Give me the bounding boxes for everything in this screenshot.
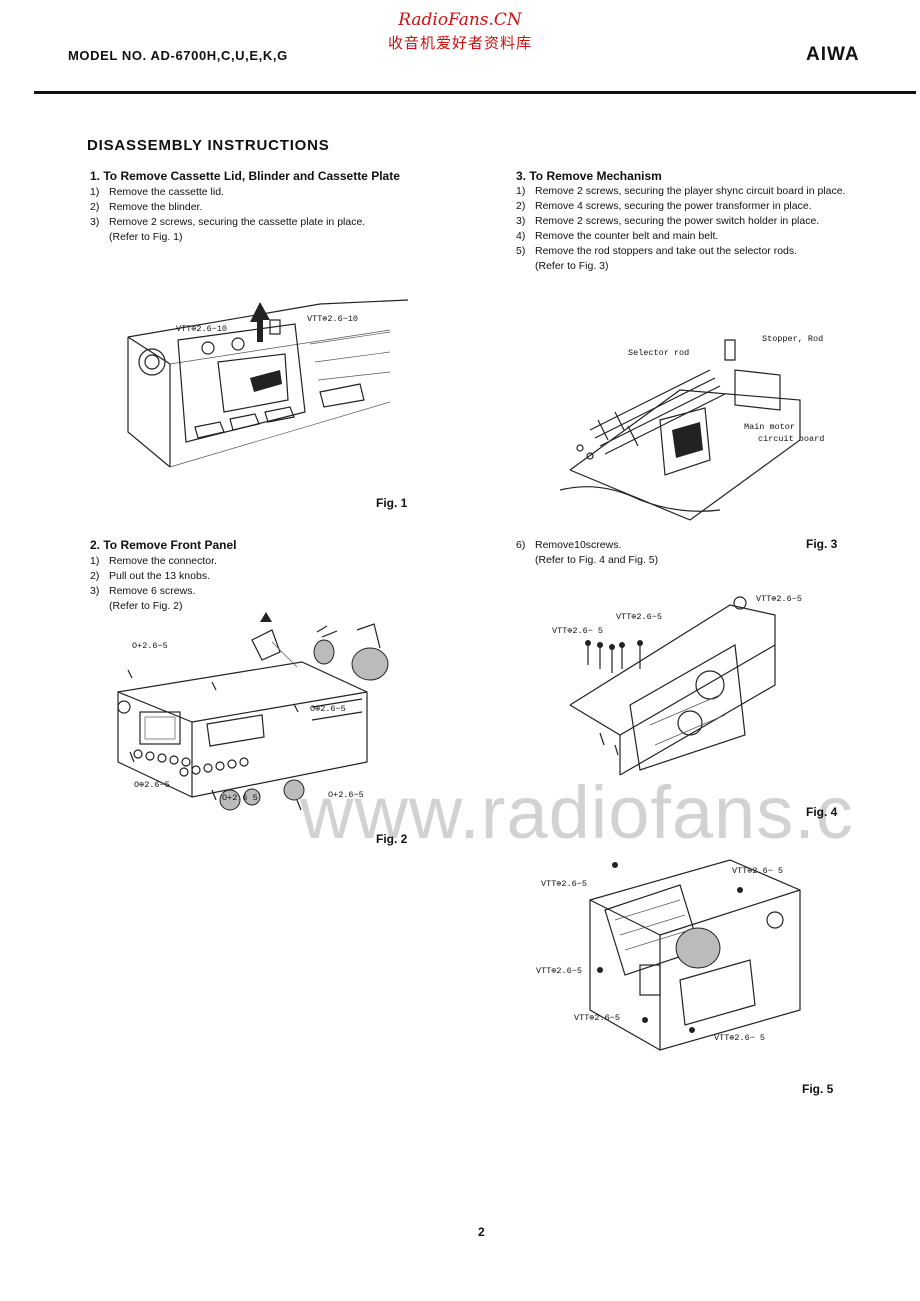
site-subtitle: 收音机爱好者资料库 xyxy=(387,35,532,52)
fig5-label: VTT⊕2.6−5 xyxy=(541,879,587,889)
step-text: Pull out the 13 knobs. xyxy=(109,570,210,582)
fig1-label: VTT⊕2.6−10 xyxy=(176,324,228,334)
step-num: 1) xyxy=(90,186,100,198)
header-rule xyxy=(34,91,916,94)
ref-text: (Refer to Fig. 4 and Fig. 5) xyxy=(535,554,659,566)
step-text: Remove 2 screws, securing the cassette p… xyxy=(109,216,366,228)
step-text: Remove the blinder. xyxy=(109,201,203,213)
step-num: 4) xyxy=(516,230,526,242)
fig5-illustration xyxy=(589,859,801,1051)
fig5-label: VTT⊕2.6− 5 xyxy=(714,1033,766,1043)
step-num: 2) xyxy=(90,570,100,582)
fig3-label: Stopper, Rod xyxy=(762,334,824,344)
fig3-illustration xyxy=(560,339,801,521)
step-ref: (Refer to Fig. 1) xyxy=(90,230,430,245)
step-ref: (Refer to Fig. 3) xyxy=(516,259,846,274)
step-text: Remove the cassette lid. xyxy=(109,186,224,198)
fig3-caption: Fig. 3 xyxy=(806,537,838,551)
fig2-caption: Fig. 2 xyxy=(376,832,408,846)
step-ref: (Refer to Fig. 4 and Fig. 5) xyxy=(516,553,776,568)
step-item: 2) Remove the blinder. xyxy=(90,200,430,215)
page-number: 2 xyxy=(478,1225,485,1239)
step-num: 3) xyxy=(90,216,100,228)
page-title: DISASSEMBLY INSTRUCTIONS xyxy=(87,137,330,154)
section-heading: 3. To Remove Mechanism xyxy=(516,169,662,183)
section-front-panel: 2. To Remove Front Panel 1) Remove the co… xyxy=(90,537,430,614)
ref-text: (Refer to Fig. 2) xyxy=(109,600,183,612)
fig2-illustration xyxy=(117,612,389,811)
step-num: 3) xyxy=(90,585,100,597)
fig4-illustration xyxy=(569,596,776,776)
step-item: 1) Remove the cassette lid. xyxy=(90,185,430,200)
brand-logo: AIWA xyxy=(806,44,860,65)
fig4-label: VTT⊕2.6− 5 xyxy=(552,626,604,636)
fig5-label: VTT⊕2.6− 5 xyxy=(732,866,784,876)
step-ref: (Refer to Fig. 2) xyxy=(90,599,430,614)
step-text: Remove the connector. xyxy=(109,555,217,567)
section-cassette-lid: 1. To Remove Cassette Lid, Blinder and C… xyxy=(90,168,430,245)
fig2-label: O+2.6 5 xyxy=(222,793,258,803)
step-item: 2) Pull out the 13 knobs. xyxy=(90,569,430,584)
fig2-label: O⊕2.6−5 xyxy=(134,780,170,790)
step-item: 2) Remove 4 screws, securing the power tr… xyxy=(516,199,846,214)
step-num: 2) xyxy=(516,200,526,212)
watermark: www.radiofans.c xyxy=(300,771,854,854)
ref-text: (Refer to Fig. 1) xyxy=(109,231,183,243)
fig3-label: Selector rod xyxy=(628,348,690,358)
model-number: MODEL NO. AD-6700H,C,U,E,K,G xyxy=(68,48,288,63)
step-six: 6) Remove10screws. (Refer to Fig. 4 and F… xyxy=(516,538,776,568)
site-name: RadioFans.CN xyxy=(398,10,522,30)
fig4-caption: Fig. 4 xyxy=(806,805,838,819)
fig4-label: VTT⊕2.6−5 xyxy=(756,594,802,604)
fig3-label: circuit board xyxy=(758,434,825,444)
fig1-caption: Fig. 1 xyxy=(376,496,408,510)
fig1-illustration xyxy=(127,299,409,468)
fig5-label: VTT⊕2.6−5 xyxy=(574,1013,620,1023)
step-text: Remove 2 screws, securing the power swit… xyxy=(535,215,820,227)
step-item: 6) Remove10screws. xyxy=(516,538,776,553)
step-num: 1) xyxy=(90,555,100,567)
fig2-label: O+2.6−5 xyxy=(132,641,168,651)
section-mechanism: 3. To Remove Mechanism 1) Remove 2 screws… xyxy=(516,168,846,274)
step-text: Remove 6 screws. xyxy=(109,585,196,597)
step-item: 1) Remove 2 screws, securing the player s… xyxy=(516,184,846,199)
step-item: 4) Remove the counter belt and main belt. xyxy=(516,229,846,244)
fig4-label: VTT⊕2.6−5 xyxy=(616,612,662,622)
fig5-label: VTT⊕2.6−5 xyxy=(536,966,582,976)
fig1-label: VTT⊕2.6−10 xyxy=(307,314,359,324)
step-item: 1) Remove the connector. xyxy=(90,554,430,569)
section-heading-text: 1. To Remove Cassette Lid, Blinder and C… xyxy=(90,169,400,183)
step-item: 5) Remove the rod stoppers and take out t… xyxy=(516,244,846,259)
step-text: Remove 2 screws, securing the player shy… xyxy=(535,185,846,197)
step-item: 3) Remove 6 screws. xyxy=(90,584,430,599)
step-text: Remove the rod stoppers and take out the… xyxy=(535,245,798,257)
step-item: 3) Remove 2 screws, securing the power sw… xyxy=(516,214,846,229)
step-text: Remove 4 screws, securing the power tran… xyxy=(535,200,812,212)
fig2-label: O⊕2.6−5 xyxy=(310,704,346,714)
step-num: 6) xyxy=(516,539,526,551)
step-num: 3) xyxy=(516,215,526,227)
fig2-label: O+2.6−5 xyxy=(328,790,364,800)
step-text: Remove10screws. xyxy=(535,539,622,551)
step-num: 1) xyxy=(516,185,526,197)
section-heading: 1. To Remove Cassette Lid, Blinder and C… xyxy=(90,168,430,184)
fig3-label: Main motor xyxy=(744,422,796,432)
step-item: 3) Remove 2 screws, securing the cassette… xyxy=(90,215,430,230)
step-num: 5) xyxy=(516,245,526,257)
ref-text: (Refer to Fig. 3) xyxy=(535,260,609,272)
fig5-caption: Fig. 5 xyxy=(802,1082,834,1096)
section-heading: 2. To Remove Front Panel xyxy=(90,538,237,552)
site-stamp: RadioFans.CN 收音机爱好者资料库 xyxy=(370,10,550,53)
step-text: Remove the counter belt and main belt. xyxy=(535,230,719,242)
step-num: 2) xyxy=(90,201,100,213)
